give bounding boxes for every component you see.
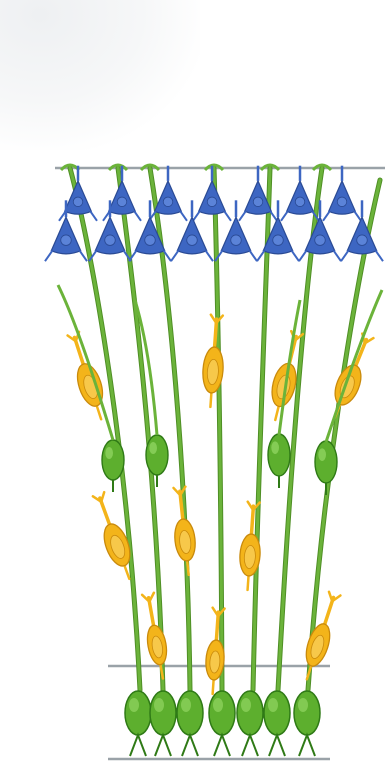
glia-highlight — [129, 698, 139, 712]
glia-highlight — [181, 698, 191, 712]
glia-foot — [182, 735, 198, 756]
trailing-process — [275, 406, 278, 420]
pyramidal-nucleus — [315, 235, 326, 246]
basal-dendrite — [250, 251, 257, 262]
glia-highlight — [268, 698, 278, 712]
glia-highlight — [105, 447, 113, 459]
basal-dendrite — [341, 251, 348, 262]
pyramidal-nucleus — [105, 235, 116, 246]
basal-dendrite — [334, 251, 341, 262]
trailing-process — [210, 393, 211, 407]
glia-foot — [269, 735, 285, 756]
pyramidal-nucleus — [337, 197, 347, 207]
radial-glia-cell — [125, 691, 151, 756]
glia-soma — [209, 691, 235, 735]
basal-dendrite — [299, 251, 306, 262]
basal-dendrite — [171, 251, 178, 262]
glia-soma — [146, 435, 168, 475]
glia-soma — [237, 691, 263, 735]
glia-highlight — [271, 441, 279, 454]
pyramidal-nucleus — [61, 235, 72, 246]
basal-dendrite — [224, 211, 231, 221]
basal-dendrite — [206, 251, 213, 262]
pyramidal-nucleus — [163, 197, 173, 207]
pyramidal-cell — [323, 166, 361, 221]
glia-soma — [294, 691, 320, 735]
glia-foot — [299, 735, 315, 756]
glia-soma — [268, 434, 290, 476]
pyramidal-nucleus — [273, 235, 284, 246]
pyramidal-nucleus — [357, 235, 368, 246]
radial-glia-cell — [294, 691, 320, 756]
migrating-neuron — [297, 591, 344, 683]
basal-dendrite — [180, 211, 187, 221]
glia-foot — [155, 735, 171, 756]
glia-soma — [177, 691, 203, 735]
glia-soma — [264, 691, 290, 735]
radial-glia-cell — [209, 691, 235, 756]
trailing-process — [187, 561, 188, 575]
pyramidal-cell — [59, 166, 97, 221]
pyramidal-cell — [281, 166, 319, 221]
basal-dendrite — [354, 211, 361, 221]
basal-dendrite — [45, 251, 52, 262]
basal-dendrite — [193, 211, 200, 221]
glia-soma — [102, 440, 124, 480]
basal-dendrite — [270, 211, 277, 221]
radial-glia-cell — [237, 691, 263, 756]
pyramidal-nucleus — [253, 197, 263, 207]
radial-glia-cell — [177, 691, 203, 756]
glia-highlight — [213, 698, 223, 712]
basal-dendrite — [257, 251, 264, 262]
glia-highlight — [318, 448, 326, 461]
pyramidal-nucleus — [207, 197, 217, 207]
pyramidal-nucleus — [145, 235, 156, 246]
pyramidal-nucleus — [117, 197, 127, 207]
glia-highlight — [241, 698, 251, 712]
free-glia-cell — [102, 440, 124, 492]
trailing-process — [97, 406, 101, 419]
glia-soma — [125, 691, 151, 735]
glia-soma — [315, 441, 337, 483]
pyramidal-nucleus — [73, 197, 83, 207]
pyramidal-nucleus — [231, 235, 242, 246]
trailing-process — [125, 566, 130, 579]
trailing-process — [248, 576, 249, 590]
basal-dendrite — [90, 211, 97, 221]
migrating-neuron — [325, 332, 378, 422]
pyramidal-nucleus — [187, 235, 198, 246]
free-glia-cell — [268, 434, 290, 488]
pyramidal-cell — [193, 166, 231, 221]
glia-highlight — [298, 698, 308, 712]
trailing-process — [213, 680, 214, 694]
glia-foot — [214, 735, 230, 756]
radial-glia-cell — [150, 691, 176, 756]
radial-glia-soma-row — [125, 691, 320, 756]
pyramidal-cell — [103, 166, 141, 221]
glia-foot — [130, 735, 146, 756]
glia-foot — [242, 735, 258, 756]
migrating-neuron — [200, 314, 226, 407]
glia-highlight — [149, 442, 157, 454]
basal-dendrite — [376, 251, 383, 262]
basal-dendrite — [292, 251, 299, 262]
basal-dendrite — [80, 251, 87, 262]
radial-glia-cell — [264, 691, 290, 756]
basal-dendrite — [281, 211, 288, 221]
glia-highlight — [154, 698, 164, 712]
basal-dendrite — [239, 211, 246, 221]
basal-dendrite — [323, 211, 330, 221]
free-glia-cell — [315, 441, 337, 495]
glia-soma — [150, 691, 176, 735]
free-glia-process — [58, 285, 113, 440]
basal-dendrite — [134, 211, 141, 221]
pyramidal-nucleus — [295, 197, 305, 207]
